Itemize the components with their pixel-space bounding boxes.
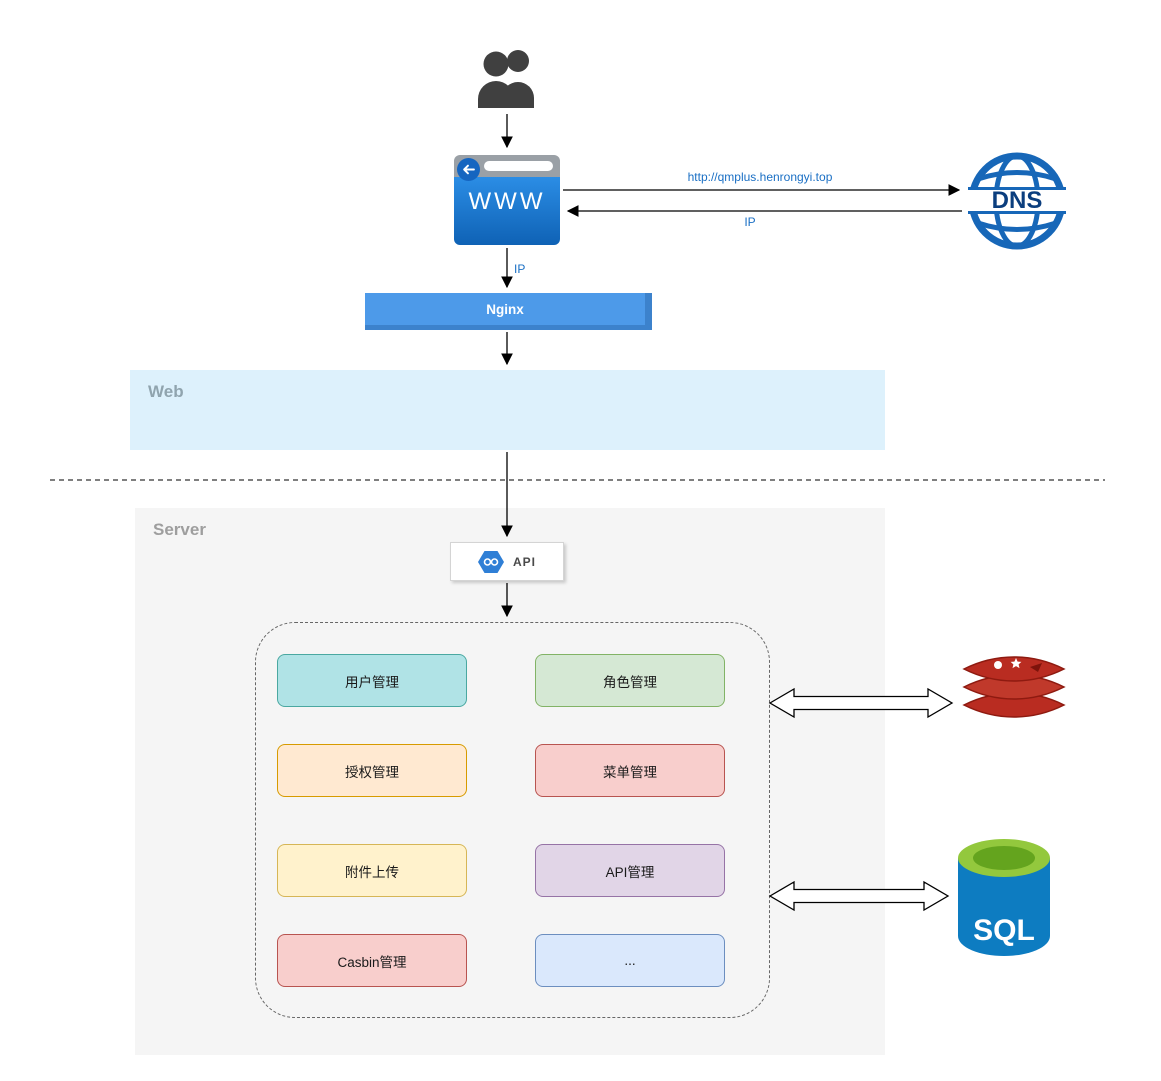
api-hexagon-icon	[477, 550, 504, 573]
module-label: API管理	[605, 864, 655, 880]
module-box-menu-mgmt: 菜单管理	[535, 744, 725, 797]
browser-body: WWW	[454, 177, 560, 245]
server-tier-label: Server	[153, 520, 206, 539]
module-label: ...	[624, 953, 636, 968]
module-box-role-mgmt: 角色管理	[535, 654, 725, 707]
dns-globe-icon: DNS	[966, 150, 1068, 252]
browser-window: WWW	[454, 155, 560, 245]
dns-label: DNS	[992, 187, 1043, 214]
dns-request-url-label: http://qmplus.henrongyi.top	[687, 170, 833, 184]
module-box-user-mgmt: 用户管理	[277, 654, 467, 707]
module-box-api-mgmt: API管理	[535, 844, 725, 897]
module-label: 用户管理	[345, 674, 399, 690]
server-tier-box: Server	[135, 508, 885, 1055]
module-box-casbin-mgmt: Casbin管理	[277, 934, 467, 987]
sql-label: SQL	[973, 914, 1035, 947]
module-label: Casbin管理	[337, 954, 407, 970]
module-label: 授权管理	[345, 764, 399, 780]
module-box-more: ...	[535, 934, 725, 987]
sql-database-icon: SQL	[952, 834, 1056, 962]
users-icon	[474, 48, 540, 110]
module-box-auth-mgmt: 授权管理	[277, 744, 467, 797]
module-label: 附件上传	[345, 864, 399, 880]
browser-titlebar	[454, 155, 560, 177]
nginx-label: Nginx	[486, 301, 524, 317]
module-label: 菜单管理	[603, 764, 657, 780]
modules-container	[255, 622, 770, 1018]
browser-www-label: WWW	[468, 188, 546, 215]
api-box: API	[450, 542, 564, 581]
nginx-box: Nginx	[365, 293, 652, 330]
dns-response-ip-label: IP	[744, 215, 756, 229]
web-tier-band: Web	[130, 370, 885, 450]
module-label: 角色管理	[603, 674, 657, 690]
api-label: API	[512, 554, 536, 569]
redis-stack-icon	[958, 650, 1070, 730]
module-box-upload: 附件上传	[277, 844, 467, 897]
browser-address-bar	[484, 161, 553, 171]
browser-to-nginx-ip-label: IP	[514, 262, 526, 276]
back-arrow-icon	[457, 158, 480, 181]
web-tier-label: Web	[148, 382, 184, 401]
